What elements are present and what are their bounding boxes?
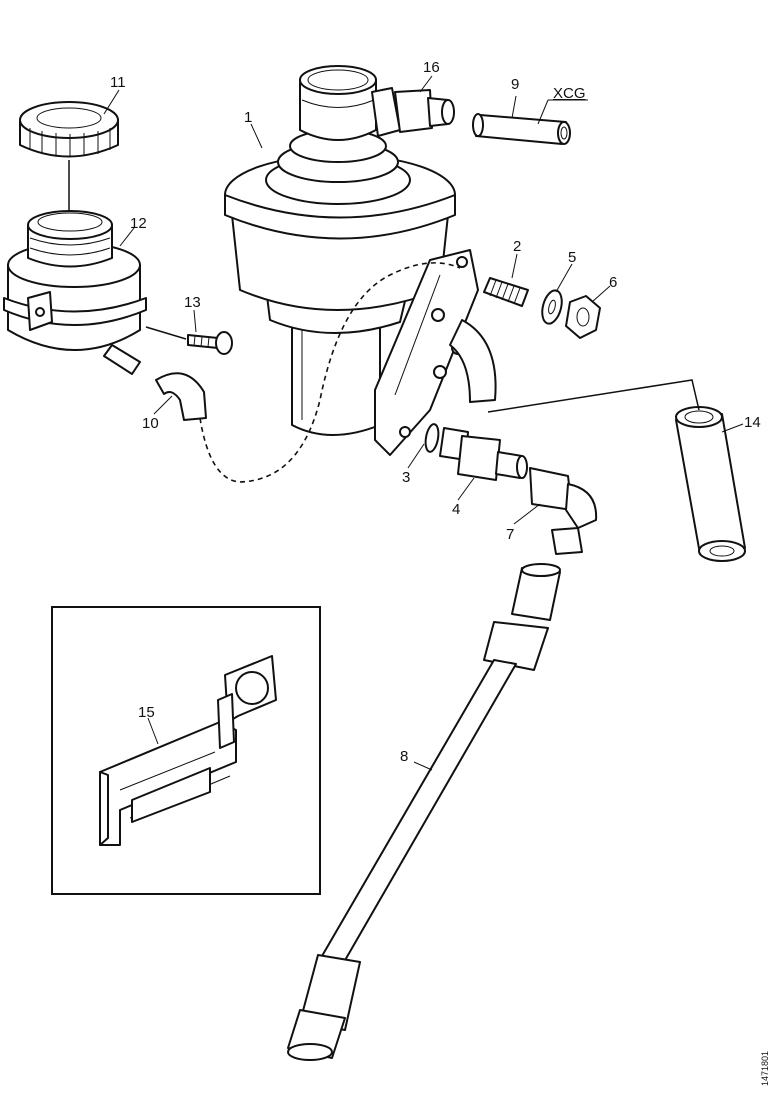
callout-labels: 1 2 3 4 5 6 7 8 9 10 11 12 13 14 15 16 X…	[110, 59, 770, 1086]
label-part-11: 11	[110, 74, 126, 91]
fluid-line	[199, 262, 461, 483]
inset-box	[51, 606, 321, 895]
label-part-15: 15	[138, 704, 155, 721]
label-part-5: 5	[568, 249, 576, 266]
label-part-9: 9	[511, 76, 519, 93]
label-part-7: 7	[506, 526, 514, 543]
label-part-2: 2	[513, 238, 521, 255]
reservoir	[3, 210, 147, 375]
label-part-1: 1	[244, 109, 252, 126]
connection-line	[487, 379, 700, 413]
leader-lines	[103, 75, 744, 771]
screw	[187, 331, 233, 355]
label-part-14: 14	[744, 414, 761, 431]
label-part-13: 13	[184, 294, 201, 311]
adapter-fitting	[439, 427, 528, 481]
threaded-stud	[483, 277, 529, 307]
nut	[565, 295, 601, 339]
reservoir-cap	[19, 101, 119, 158]
screw-guide-line	[145, 326, 187, 340]
label-part-10: 10	[142, 415, 159, 432]
label-part-3: 3	[402, 469, 410, 486]
union-fitting	[371, 87, 455, 137]
short-hose	[472, 113, 571, 145]
washer	[541, 289, 563, 325]
outlet-flange	[374, 249, 497, 456]
master-cylinder-body	[224, 65, 456, 436]
label-part-6: 6	[609, 274, 617, 291]
label-part-4: 4	[452, 501, 460, 518]
bracket-tool	[99, 655, 277, 846]
large-hose	[675, 406, 746, 562]
label-part-16: 16	[423, 59, 440, 76]
label-part-8: 8	[400, 748, 408, 765]
reference-number: 1471801	[760, 1051, 770, 1086]
label-part-12: 12	[130, 215, 147, 232]
long-pipe	[287, 563, 561, 1061]
hose-bend	[155, 372, 207, 421]
elbow-connector	[529, 467, 598, 555]
label-xcg: XCG	[553, 85, 586, 102]
o-ring	[424, 423, 440, 453]
